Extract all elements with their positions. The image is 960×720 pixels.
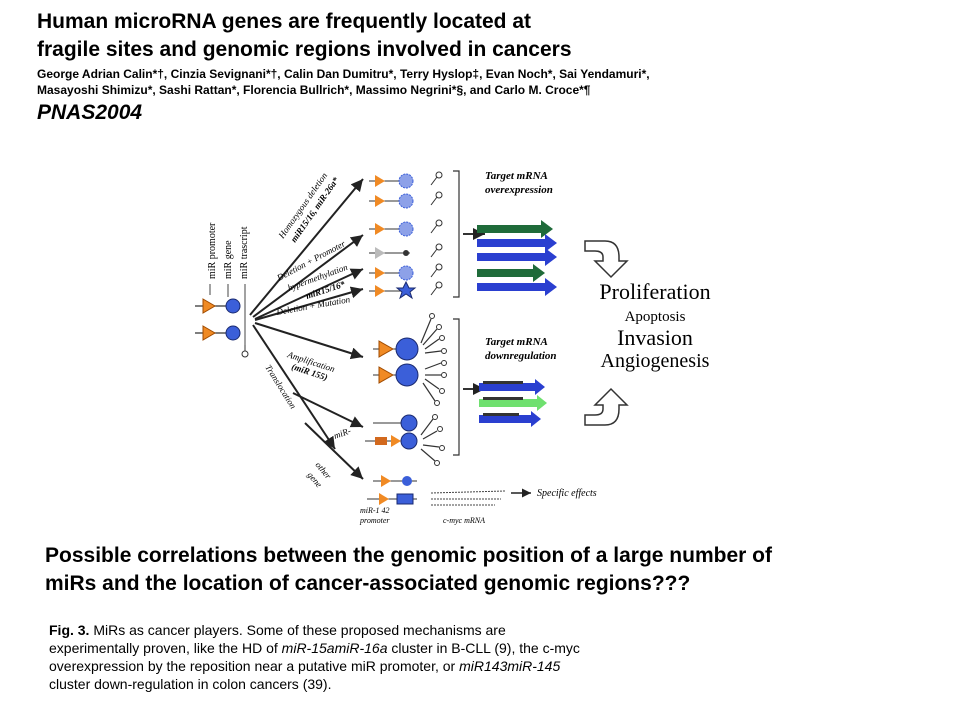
- cancer-outcomes: Proliferation Apoptosis Invasion Angioge…: [599, 279, 710, 372]
- gene-icon: [398, 265, 414, 281]
- outcome-apoptosis: Apoptosis: [625, 309, 686, 325]
- curved-arrow-down-icon: [584, 387, 629, 426]
- journal-citation: PNAS2004: [37, 101, 143, 124]
- mechanism-arrows: [249, 178, 364, 480]
- cmyc-mrna-label: c-myc mRNA: [443, 516, 485, 525]
- specific-effects-label: Specific effects: [537, 488, 597, 499]
- promoter-icon: [375, 247, 385, 259]
- gene-icon: [225, 298, 241, 314]
- caption-gene-2: miR143miR-145: [459, 658, 561, 674]
- outcome-invasion: Invasion: [617, 325, 693, 350]
- gene-icon: [402, 476, 412, 486]
- gene-icon: [403, 250, 409, 256]
- caption-text-2: cluster in B-CLL (9), the c-myc overexpr…: [49, 640, 580, 674]
- mir142-label: miR-1 42: [360, 506, 390, 515]
- promoter-icon: [202, 325, 216, 341]
- outcome-angiogenesis: Angiogenesis: [601, 350, 710, 372]
- title-line-2: fragile sites and genomic regions involv…: [37, 38, 572, 61]
- legend-gene-label: miR gene: [223, 240, 234, 279]
- mutated-gene-icon: [395, 280, 417, 300]
- promoter-icon: [375, 195, 385, 207]
- fig-label: Fig. 3.: [49, 622, 90, 638]
- promoter-icon: [375, 267, 385, 279]
- gene-icon: [398, 173, 414, 189]
- slide-title: Human microRNA genes are frequently loca…: [37, 8, 572, 64]
- promoter-icon: [378, 366, 395, 384]
- downregulated-mrna-arrows: [479, 379, 547, 427]
- gene-icon: [225, 325, 241, 341]
- figure-caption: Fig. 3. MiRs as cancer players. Some of …: [49, 621, 599, 693]
- caption-text-3: cluster down-regulation in colon cancers…: [49, 676, 332, 692]
- promoter-icon: [375, 285, 385, 297]
- target-overexpression: Target mRNA overexpression: [477, 170, 629, 296]
- promoter-label: promoter: [359, 516, 390, 525]
- question-line-1: Possible correlations between the genomi…: [45, 544, 772, 567]
- loss-row: [369, 191, 443, 209]
- amplification-rows: [373, 313, 447, 406]
- caption-text-1: MiRs as cancer players. Some of these pr…: [49, 622, 506, 656]
- gene-icon: [400, 432, 418, 450]
- legend-transcript-label: miR trascript: [239, 226, 250, 279]
- fusion-block: [375, 437, 387, 445]
- curved-arrow-up-icon: [584, 240, 629, 279]
- promoter-icon: [379, 493, 389, 505]
- loss-row: [369, 280, 443, 300]
- gene-icon: [395, 363, 419, 387]
- cmyc-gene-block: [396, 493, 414, 505]
- transcript-icon: [241, 350, 249, 358]
- promoter-icon: [202, 298, 216, 314]
- target-down-label-2: downregulation: [485, 350, 557, 362]
- origin-gene-pair: [195, 298, 249, 358]
- promoter-icon: [378, 340, 395, 358]
- authors-line-1: George Adrian Calin*†, Cinzia Sevignani*…: [37, 67, 650, 81]
- target-down-label-1: Target mRNA: [485, 336, 548, 348]
- promoter-icon: [375, 223, 385, 235]
- upregulated-mrna-arrows: [477, 220, 557, 296]
- loss-row: [369, 171, 443, 189]
- outcome-proliferation: Proliferation: [599, 279, 710, 304]
- result-brackets: [453, 170, 485, 456]
- legend-promoter-label: miR promoter: [207, 222, 218, 279]
- target-downregulation: Target mRNA downregulation: [479, 336, 629, 427]
- gene-icon: [398, 193, 414, 209]
- author-list: George Adrian Calin*†, Cinzia Sevignani*…: [37, 66, 650, 98]
- promoter-icon: [381, 475, 391, 487]
- legend-labels: miR promoter miR gene miR trascript: [207, 222, 250, 345]
- loss-row: [369, 263, 443, 281]
- gene-icon: [400, 414, 418, 432]
- branch-mir-label: miR-: [332, 425, 352, 440]
- translocation-rows: miR-1 42 promoter c-myc mRNA Specific ef…: [359, 414, 597, 525]
- promoter-icon: [375, 175, 385, 187]
- title-line-1: Human microRNA genes are frequently loca…: [37, 10, 532, 33]
- promoter-icon: [391, 435, 401, 447]
- loss-row: [369, 219, 443, 237]
- question-line-2: miRs and the location of cancer-associat…: [45, 572, 691, 595]
- gene-icon: [395, 337, 419, 361]
- loss-row: [369, 243, 443, 259]
- research-question: Possible correlations between the genomi…: [45, 542, 772, 598]
- authors-line-2: Masayoshi Shimizu*, Sashi Rattan*, Flore…: [37, 83, 591, 97]
- cancer-mechanism-figure: miR promoter miR gene miR trascript Homo…: [195, 170, 711, 525]
- target-over-label-2: overexpression: [485, 184, 553, 196]
- caption-gene-1: miR-15amiR-16a: [281, 640, 388, 656]
- target-over-label-1: Target mRNA: [485, 170, 548, 182]
- loss-rows: [369, 171, 443, 300]
- gene-icon: [398, 221, 414, 237]
